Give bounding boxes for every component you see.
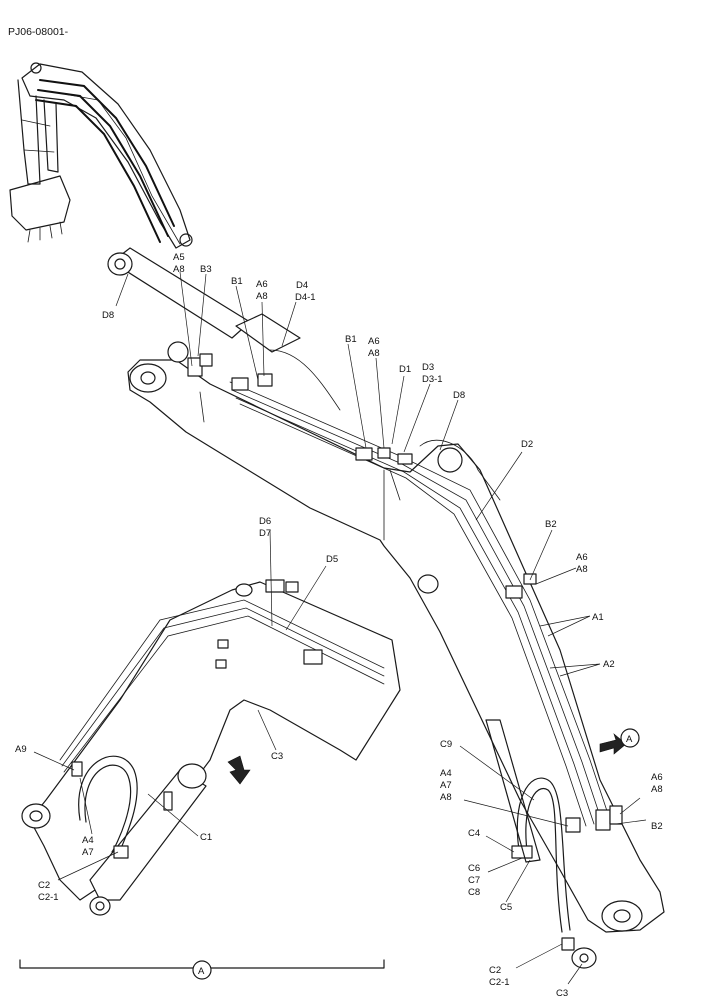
part-label-c5: C5 [500, 902, 512, 913]
part-label-a8: A8 [256, 291, 268, 302]
part-label-a8: A8 [173, 264, 185, 275]
part-label-b2: B2 [545, 519, 557, 530]
part-label-b1: B1 [231, 276, 243, 287]
part-label-c9: C9 [440, 739, 452, 750]
part-label-d6: D6 [259, 516, 271, 527]
part-label-a8: A8 [651, 784, 663, 795]
part-label-a6: A6 [651, 772, 663, 783]
view-marker-arrow: A [599, 728, 640, 755]
overview-sketch [9, 62, 193, 249]
part-label-c1: C1 [200, 832, 212, 843]
detail-bracket: A [19, 959, 385, 980]
part-label-a7: A7 [440, 780, 452, 791]
part-label-a6: A6 [368, 336, 380, 347]
part-label-c6: C6 [468, 863, 480, 874]
part-label-c4: C4 [468, 828, 480, 839]
part-label-a2: A2 [603, 659, 615, 670]
leader-lines [33, 271, 647, 985]
part-label-c7: C7 [468, 875, 480, 886]
part-label-c2-1: C2-1 [38, 892, 59, 903]
part-label-d3-1: D3-1 [422, 374, 443, 385]
part-label-a1: A1 [592, 612, 604, 623]
part-label-c2-1: C2-1 [489, 977, 510, 988]
view-marker-label-bottom: A [198, 966, 205, 977]
part-label-d4-1: D4-1 [295, 292, 316, 303]
part-label-a8: A8 [368, 348, 380, 359]
part-label-b2: B2 [651, 821, 663, 832]
part-label-a9: A9 [15, 744, 27, 755]
part-label-a8: A8 [440, 792, 452, 803]
part-label-a6: A6 [256, 279, 268, 290]
part-label-d2: D2 [521, 439, 533, 450]
document-code: PJ06-08001- [8, 26, 69, 38]
part-label-c2: C2 [489, 965, 501, 976]
part-label-c2: C2 [38, 880, 50, 891]
part-label-d3: D3 [422, 362, 434, 373]
part-label-a4: A4 [440, 768, 452, 779]
part-label-a4: A4 [82, 835, 94, 846]
part-label-c3: C3 [271, 751, 283, 762]
view-marker-label-right: A [626, 734, 633, 745]
part-label-a5: A5 [173, 252, 185, 263]
part-label-a7: A7 [82, 847, 94, 858]
part-label-d7: D7 [259, 528, 271, 539]
part-label-c3: C3 [556, 988, 568, 999]
part-label-d5: D5 [326, 554, 338, 565]
part-label-c8: C8 [468, 887, 480, 898]
part-label-a6: A6 [576, 552, 588, 563]
part-label-d8: D8 [102, 310, 114, 321]
part-label-d4: D4 [296, 280, 308, 291]
part-label-b1: B1 [345, 334, 357, 345]
part-label-group: A5 A8 B3 D8 B1 A6 A8 D4 D4-1 B1 A6 A8 D1… [15, 252, 663, 999]
part-label-d8: D8 [453, 390, 465, 401]
part-label-b3: B3 [200, 264, 212, 275]
part-label-a8: A8 [576, 564, 588, 575]
detail-view-a [21, 579, 401, 916]
boom-assembly [107, 247, 665, 969]
part-label-d1: D1 [399, 364, 411, 375]
